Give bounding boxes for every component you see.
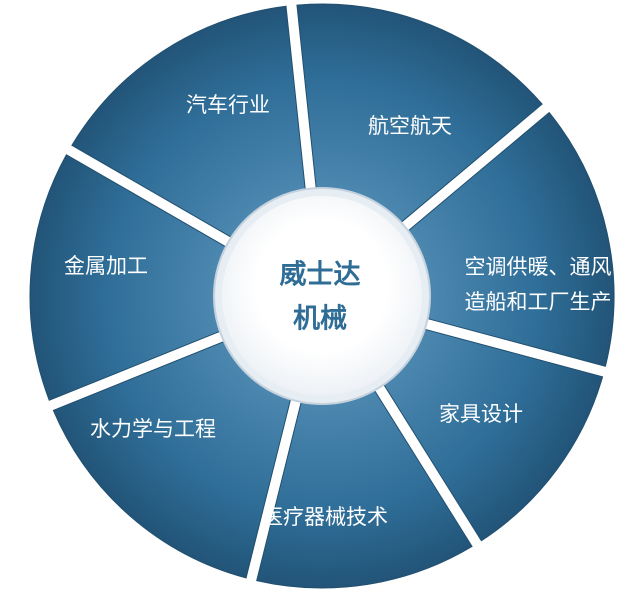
center-title-line1: 威士达 bbox=[280, 260, 361, 291]
segment-label-automotive: 汽车行业 bbox=[186, 93, 270, 117]
segment-label-hvac-line2: 造船和工厂生产 bbox=[465, 290, 612, 314]
segment-label-aerospace: 航空航天 bbox=[368, 114, 452, 138]
segment-label-metalworking: 金属加工 bbox=[64, 254, 148, 278]
segments-group bbox=[29, 3, 615, 589]
center-hub-disc bbox=[222, 196, 422, 396]
segment-label-hvac-line1: 空调供暖、通风 bbox=[465, 255, 612, 279]
segment-label-medical-device: 医疗器械技术 bbox=[262, 505, 388, 529]
segment-label-hydraulics-engineering: 水力学与工程 bbox=[90, 417, 216, 441]
segment-labels-group: 汽车行业 航空航天 空调供暖、通风 造船和工厂生产 家具设计 医疗器械技术 水力… bbox=[64, 93, 612, 529]
center-title-line2: 机械 bbox=[293, 304, 347, 335]
center-hub: 威士达 机械 bbox=[213, 187, 431, 405]
segment-label-furniture-design: 家具设计 bbox=[439, 402, 523, 426]
